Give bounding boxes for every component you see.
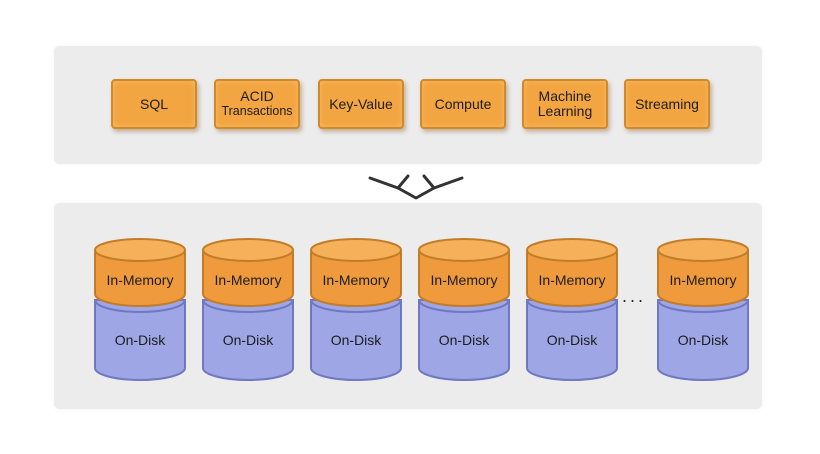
feature-sublabel: Learning [537,103,593,119]
feature-label: ACID [240,88,274,104]
cylinder-icon [310,238,402,381]
feature-streaming: Streaming [624,79,710,129]
in-memory-label: In-Memory [106,272,174,288]
feature-label: Machine [538,88,592,104]
feature-compute: Compute [420,79,506,129]
more-nodes-ellipsis: ... [622,286,647,306]
in-memory-label: In-Memory [669,272,737,288]
on-disk-label: On-Disk [114,332,166,348]
in-memory-label: In-Memory [430,272,498,288]
feature-sql: SQL [111,79,197,129]
storage-node-6: In-Memory On-Disk [655,236,751,386]
feature-label: Key-Value [329,95,393,112]
feature-key-value: Key-Value [318,79,404,129]
on-disk-label: On-Disk [330,332,382,348]
storage-node-3: In-Memory On-Disk [308,236,404,386]
cylinder-icon [526,238,618,381]
on-disk-label: On-Disk [438,332,490,348]
in-memory-label: In-Memory [322,272,390,288]
storage-node-2: In-Memory On-Disk [200,236,296,386]
storage-node-4: In-Memory On-Disk [416,236,512,386]
cylinder-icon [418,238,510,381]
on-disk-label: On-Disk [546,332,598,348]
cylinder-icon [202,238,294,381]
storage-node-5: In-Memory On-Disk [524,236,620,386]
on-disk-label: On-Disk [222,332,274,348]
feature-machine-learning: Machine Learning [522,79,608,129]
in-memory-label: In-Memory [214,272,282,288]
cylinder-icon [94,238,186,381]
feature-acid-transactions: ACID Transactions [214,79,300,129]
cylinder-icon [657,238,749,381]
feature-label: Streaming [635,95,699,112]
feature-sublabel: Transactions [221,104,293,118]
in-memory-label: In-Memory [538,272,606,288]
storage-node-1: In-Memory On-Disk [92,236,188,386]
on-disk-label: On-Disk [677,332,729,348]
feature-label: Compute [434,95,492,112]
feature-label: SQL [139,95,168,112]
down-arrow-icon [368,174,464,200]
